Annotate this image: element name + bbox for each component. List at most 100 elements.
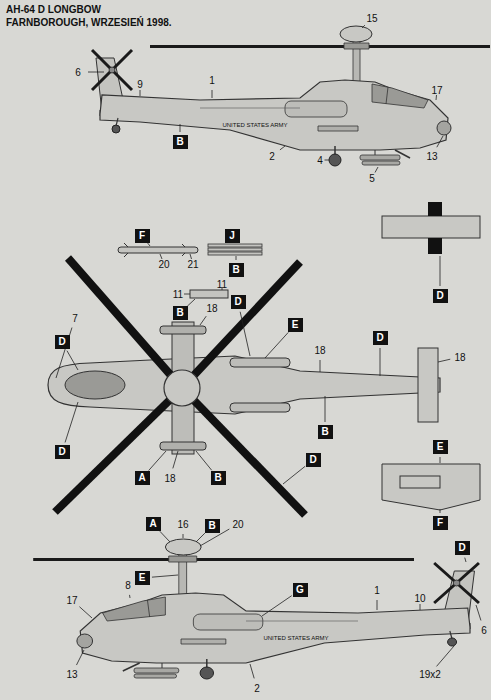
decal-letter: E <box>291 319 300 331</box>
callout-number: 19x2 <box>419 669 441 680</box>
launcher-rail <box>208 248 262 251</box>
decal-letter: F <box>436 517 445 529</box>
canopy-plan <box>65 371 125 399</box>
leader-line <box>465 558 466 562</box>
decal-letter: D <box>458 542 467 554</box>
leader-lines <box>56 25 481 678</box>
decal-letter: D <box>436 290 445 302</box>
engine-plan <box>230 358 290 367</box>
callout-number: 13 <box>66 669 77 680</box>
decal-letter: D <box>58 446 67 458</box>
weapons <box>118 243 262 298</box>
leader-line <box>440 457 441 463</box>
decal-letter-box: D <box>306 453 321 467</box>
decal-letter: D <box>309 454 318 466</box>
decal-letter-box: B <box>205 519 220 533</box>
rotor-blade <box>182 262 300 388</box>
decal-letter: D <box>58 336 67 348</box>
leader-line <box>200 316 206 325</box>
rotor-blade <box>55 388 182 512</box>
tail-plane-details <box>382 202 480 510</box>
leader-line <box>250 664 254 678</box>
rocket-pod <box>190 290 228 298</box>
leader-line <box>476 605 481 620</box>
subtitle: FARNBOROUGH, WRZESIEŃ 1998. <box>6 17 172 28</box>
leader-line <box>196 451 212 470</box>
decal-letter: J <box>228 230 237 242</box>
decal-letter: A <box>138 472 147 484</box>
leader-line <box>183 534 184 538</box>
leader-line <box>190 254 192 259</box>
leader-line <box>152 575 178 577</box>
stabilizer-tip <box>428 202 442 216</box>
callout-number: 20 <box>232 519 243 530</box>
stabilizer-plan <box>382 216 480 238</box>
decal-letter-box: E <box>433 440 448 454</box>
launcher-rail <box>208 252 262 255</box>
decal-letter-box: D <box>55 445 70 459</box>
leader-line <box>380 348 381 376</box>
leader-line <box>129 595 130 598</box>
leader-line <box>283 466 305 484</box>
stabilizer-tip <box>428 238 442 254</box>
side-view-left <box>33 539 479 679</box>
rotor-hub-plan <box>164 370 200 406</box>
decal-letter-box: E <box>288 318 303 332</box>
rotor-blade <box>182 388 305 515</box>
weapon-pod-plan <box>160 442 206 450</box>
leader-line <box>240 312 250 356</box>
leader-line <box>440 256 441 286</box>
leader-line <box>184 294 190 295</box>
callout-number: 6 <box>75 67 81 78</box>
decal-letter: E <box>436 441 445 453</box>
decal-letter-box: D <box>455 541 470 555</box>
callout-number: 1 <box>209 75 215 86</box>
decal-letter: B <box>176 136 185 148</box>
decal-letter-box: D <box>55 335 70 349</box>
callout-number: 11 <box>173 289 183 300</box>
callout-number: 18 <box>314 345 325 356</box>
leader-line <box>67 351 78 370</box>
fuselage-marking: UNITED STATES ARMY <box>263 633 328 644</box>
leader-line <box>79 607 92 618</box>
callout-number: 6 <box>481 625 487 636</box>
leader-line <box>375 167 378 173</box>
engine-plan <box>230 403 290 412</box>
callout-number: 21 <box>187 259 198 270</box>
callout-number: 4 <box>317 155 323 166</box>
decal-letter-box: A <box>135 471 150 485</box>
launcher-rail <box>208 244 262 247</box>
leader-line <box>180 124 181 132</box>
leader-line <box>420 604 421 610</box>
leader-line <box>437 646 454 666</box>
callout-number: 2 <box>254 683 260 694</box>
callout-number: 11 <box>217 279 227 290</box>
leader-line <box>160 531 170 542</box>
tail-plane-plan <box>418 348 438 422</box>
decal-letter-box: B <box>173 306 188 320</box>
decal-letter-box: B <box>173 135 188 149</box>
leader-line <box>438 359 450 362</box>
decal-letter: D <box>376 332 385 344</box>
weapon-pod-plan <box>160 326 206 334</box>
leader-line <box>140 90 141 96</box>
leader-line <box>436 95 438 100</box>
decal-letter-box: A <box>146 517 161 531</box>
decal-letter-box: D <box>231 295 246 309</box>
callout-number: 20 <box>158 259 169 270</box>
stabilizer-panel <box>400 476 440 488</box>
leader-line <box>262 596 292 616</box>
decal-letter: A <box>149 518 158 530</box>
leader-line <box>76 650 84 665</box>
callout-number: 7 <box>72 313 78 324</box>
decal-letter-box: E <box>135 571 150 585</box>
leader-line <box>212 90 213 98</box>
leader-line <box>325 396 326 422</box>
decal-letter-box: J <box>225 229 240 243</box>
leader-line <box>88 72 104 73</box>
callout-number: 8 <box>125 580 131 591</box>
callout-number: 1 <box>374 585 380 596</box>
decal-letter-box: G <box>293 583 308 597</box>
decal-letter: G <box>296 584 305 596</box>
top-view-helicopter <box>48 258 440 515</box>
